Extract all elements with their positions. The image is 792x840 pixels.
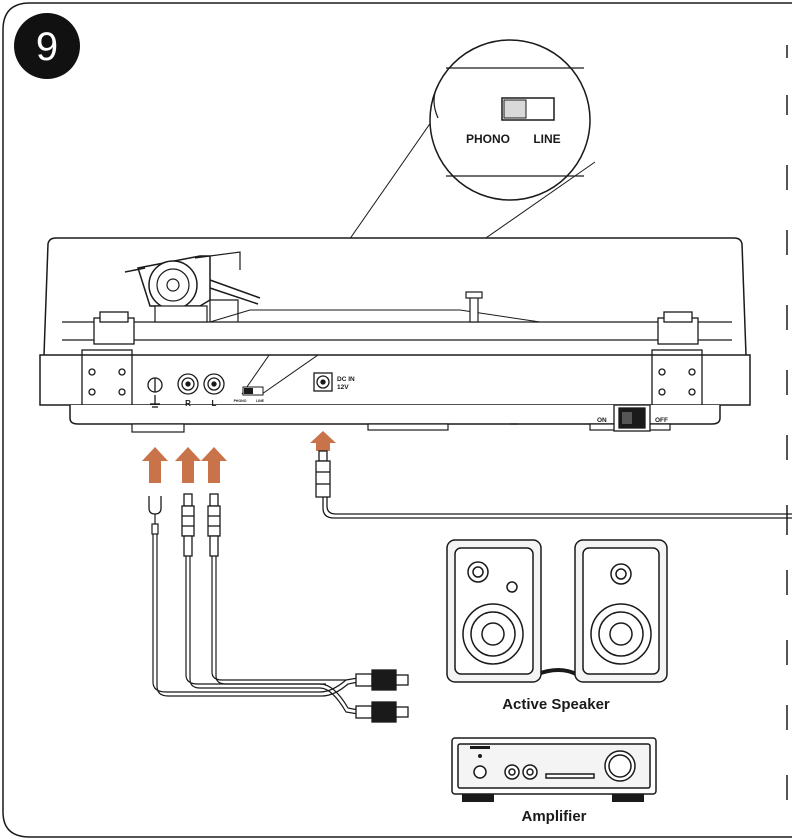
dc-voltage-label: 12V bbox=[337, 384, 349, 391]
switch-zoom-callout: PHONO LINE bbox=[429, 39, 591, 201]
ground-spade-lug bbox=[148, 496, 162, 515]
rca-plug-out-2 bbox=[355, 701, 409, 723]
amplifier-label: Amplifier bbox=[521, 808, 586, 825]
amplifier bbox=[451, 737, 657, 802]
arrow-dc bbox=[310, 431, 336, 451]
dc-power-plug bbox=[315, 450, 792, 519]
step-number: 9 bbox=[36, 25, 58, 69]
turntable bbox=[39, 237, 751, 433]
active-speakers bbox=[446, 539, 668, 683]
step-badge: 9 bbox=[14, 13, 80, 79]
rca-plug-r bbox=[181, 493, 195, 557]
rca-plug-l bbox=[207, 493, 221, 557]
rca-plug-out-1 bbox=[355, 669, 409, 691]
tonearm-counterweight bbox=[148, 260, 198, 310]
power-on-label: ON bbox=[597, 417, 607, 424]
jack-r-label: R bbox=[185, 399, 191, 408]
arrow-r bbox=[175, 447, 201, 483]
small-phono-label: PHONO bbox=[234, 399, 247, 403]
power-switch bbox=[613, 404, 651, 432]
arrow-ground bbox=[142, 447, 168, 483]
active-speaker-label: Active Speaker bbox=[502, 696, 610, 713]
rca-jack-l bbox=[203, 373, 225, 395]
power-off-label: OFF bbox=[655, 417, 668, 424]
turntable-plinth bbox=[39, 354, 751, 406]
dust-cover bbox=[43, 237, 747, 356]
dc-in-label: DC IN bbox=[337, 376, 355, 383]
line-label: LINE bbox=[533, 132, 560, 146]
ground-terminal bbox=[147, 377, 163, 408]
right-speaker bbox=[574, 539, 668, 683]
rca-jack-r bbox=[177, 373, 199, 395]
cables bbox=[148, 496, 359, 715]
small-line-label: LINE bbox=[256, 399, 265, 403]
amp-headphone-jack bbox=[473, 765, 487, 779]
arrow-l bbox=[201, 447, 227, 483]
phono-label: PHONO bbox=[466, 132, 510, 146]
left-speaker bbox=[446, 539, 542, 683]
right-hinge bbox=[651, 311, 703, 407]
jack-l-label: L bbox=[212, 399, 217, 408]
left-hinge bbox=[81, 311, 135, 407]
dc-in-jack bbox=[313, 372, 333, 392]
amp-display-slot bbox=[545, 773, 595, 779]
connection-arrows bbox=[142, 431, 336, 483]
